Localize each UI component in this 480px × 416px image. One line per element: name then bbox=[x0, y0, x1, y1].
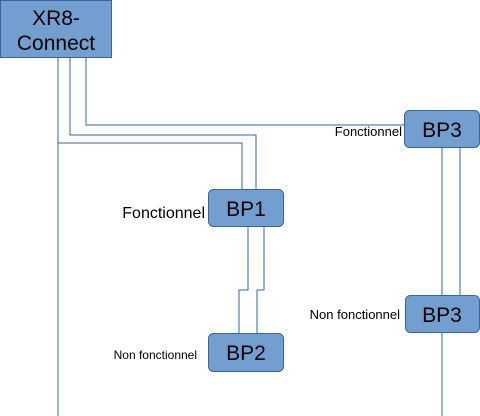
wire-trunk-to-bp1 bbox=[58, 142, 243, 189]
node-xr8-connect: XR8- Connect bbox=[0, 0, 112, 58]
node-xr8-connect-line2: Connect bbox=[17, 32, 95, 55]
node-bp1: BP1 bbox=[208, 189, 284, 227]
caption-bp2-status: Non fonctionnel bbox=[114, 348, 197, 362]
node-bp3-top: BP3 bbox=[404, 110, 480, 148]
wire-hub-to-bp3-top bbox=[85, 58, 404, 126]
wire-bp1-to-bp2-left bbox=[238, 227, 249, 333]
node-bp2: BP2 bbox=[208, 333, 284, 372]
wires bbox=[57, 58, 461, 416]
node-bp1-label: BP1 bbox=[226, 198, 266, 221]
node-bp2-label: BP2 bbox=[226, 342, 266, 365]
node-bp3-bottom: BP3 bbox=[405, 295, 480, 333]
node-bp3-bottom-label: BP3 bbox=[422, 304, 462, 327]
wire-hub-to-bp1 bbox=[69, 58, 257, 189]
caption-bp3-top-status: Fonctionnel bbox=[335, 124, 402, 139]
node-bp3-top-label: BP3 bbox=[422, 119, 462, 142]
caption-bp1-status: Fonctionnel bbox=[122, 205, 205, 222]
node-xr8-connect-line1: XR8- bbox=[32, 7, 80, 30]
caption-bp3-bottom-status: Non fonctionnel bbox=[310, 307, 400, 322]
wire-bp1-to-bp2-right bbox=[256, 227, 265, 333]
